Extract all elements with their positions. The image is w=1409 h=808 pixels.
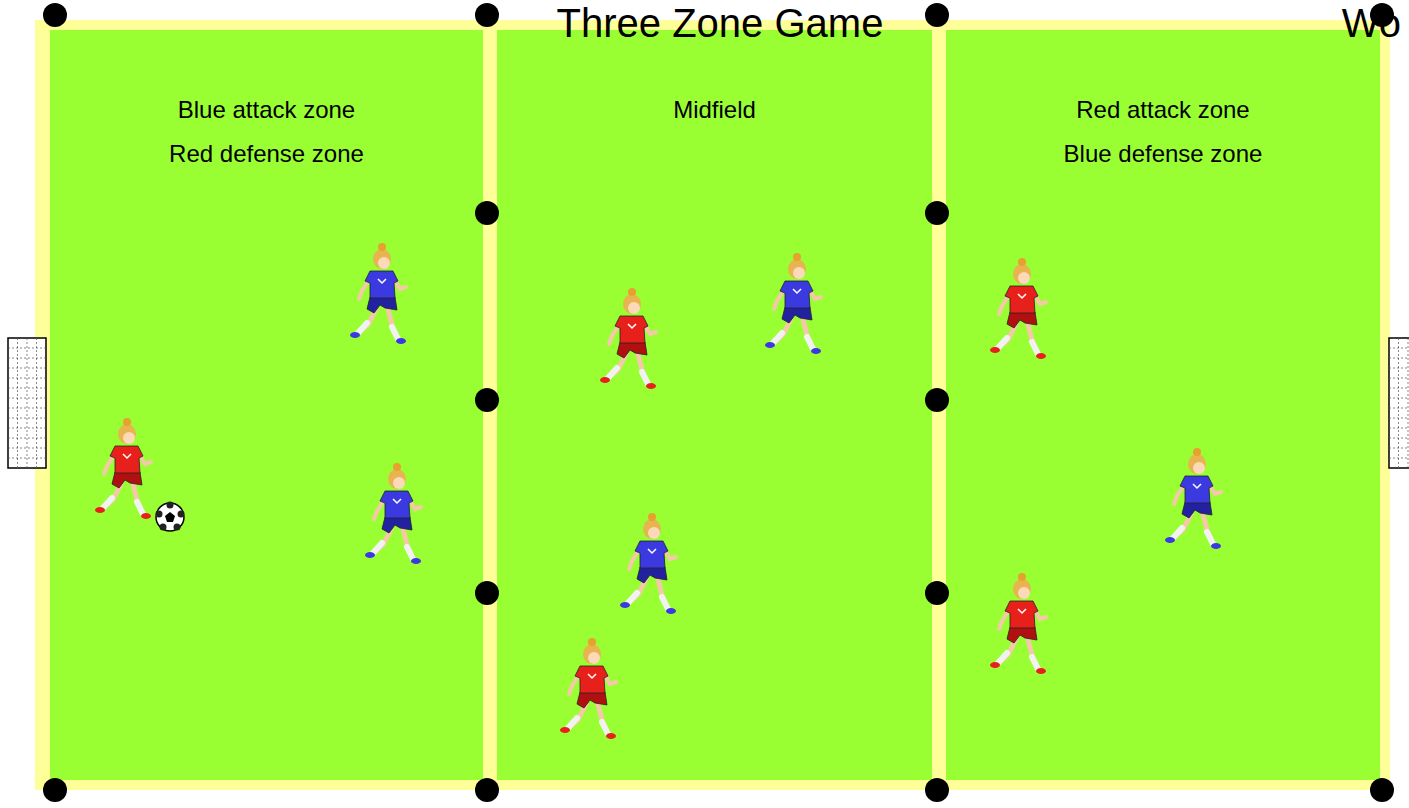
cone-marker — [43, 3, 67, 27]
player-figure — [600, 288, 656, 389]
zone-label: Midfield — [497, 88, 932, 132]
zone-label: Red defense zone — [50, 132, 483, 176]
player-figure — [990, 258, 1046, 359]
player-figure — [350, 243, 406, 344]
cone-marker — [475, 201, 499, 225]
player-figure — [95, 418, 151, 519]
diagram-title: Three Zone Game — [557, 0, 884, 46]
player-figure — [620, 513, 676, 614]
field-zone: Red attack zoneBlue defense zone — [946, 30, 1380, 780]
player-figure — [990, 573, 1046, 674]
cone-marker — [475, 778, 499, 802]
player-figure — [1165, 448, 1221, 549]
cone-marker — [475, 388, 499, 412]
cone-marker — [925, 581, 949, 605]
cone-marker — [1370, 778, 1394, 802]
cone-marker — [925, 388, 949, 412]
cone-marker — [475, 3, 499, 27]
goal-net — [8, 338, 46, 468]
soccer-ball — [156, 502, 185, 532]
cone-marker — [475, 581, 499, 605]
zone-ground — [946, 30, 1380, 780]
cone-marker — [925, 201, 949, 225]
player-figure — [365, 463, 421, 564]
player-figure — [765, 253, 821, 354]
field-zone: Midfield — [497, 30, 932, 780]
cone-marker — [925, 3, 949, 27]
goal-net — [1389, 338, 1409, 468]
zone-label: Blue defense zone — [946, 132, 1380, 176]
zone-ground — [497, 30, 932, 780]
cone-marker — [925, 778, 949, 802]
heading-fragment: Wo — [1342, 0, 1401, 46]
field-zone: Blue attack zoneRed defense zone — [50, 30, 483, 780]
zone-label: Blue attack zone — [50, 88, 483, 132]
zone-label: Red attack zone — [946, 88, 1380, 132]
player-figure — [560, 638, 616, 739]
field-border — [35, 20, 1390, 790]
zone-ground — [50, 30, 483, 780]
cone-marker — [43, 778, 67, 802]
